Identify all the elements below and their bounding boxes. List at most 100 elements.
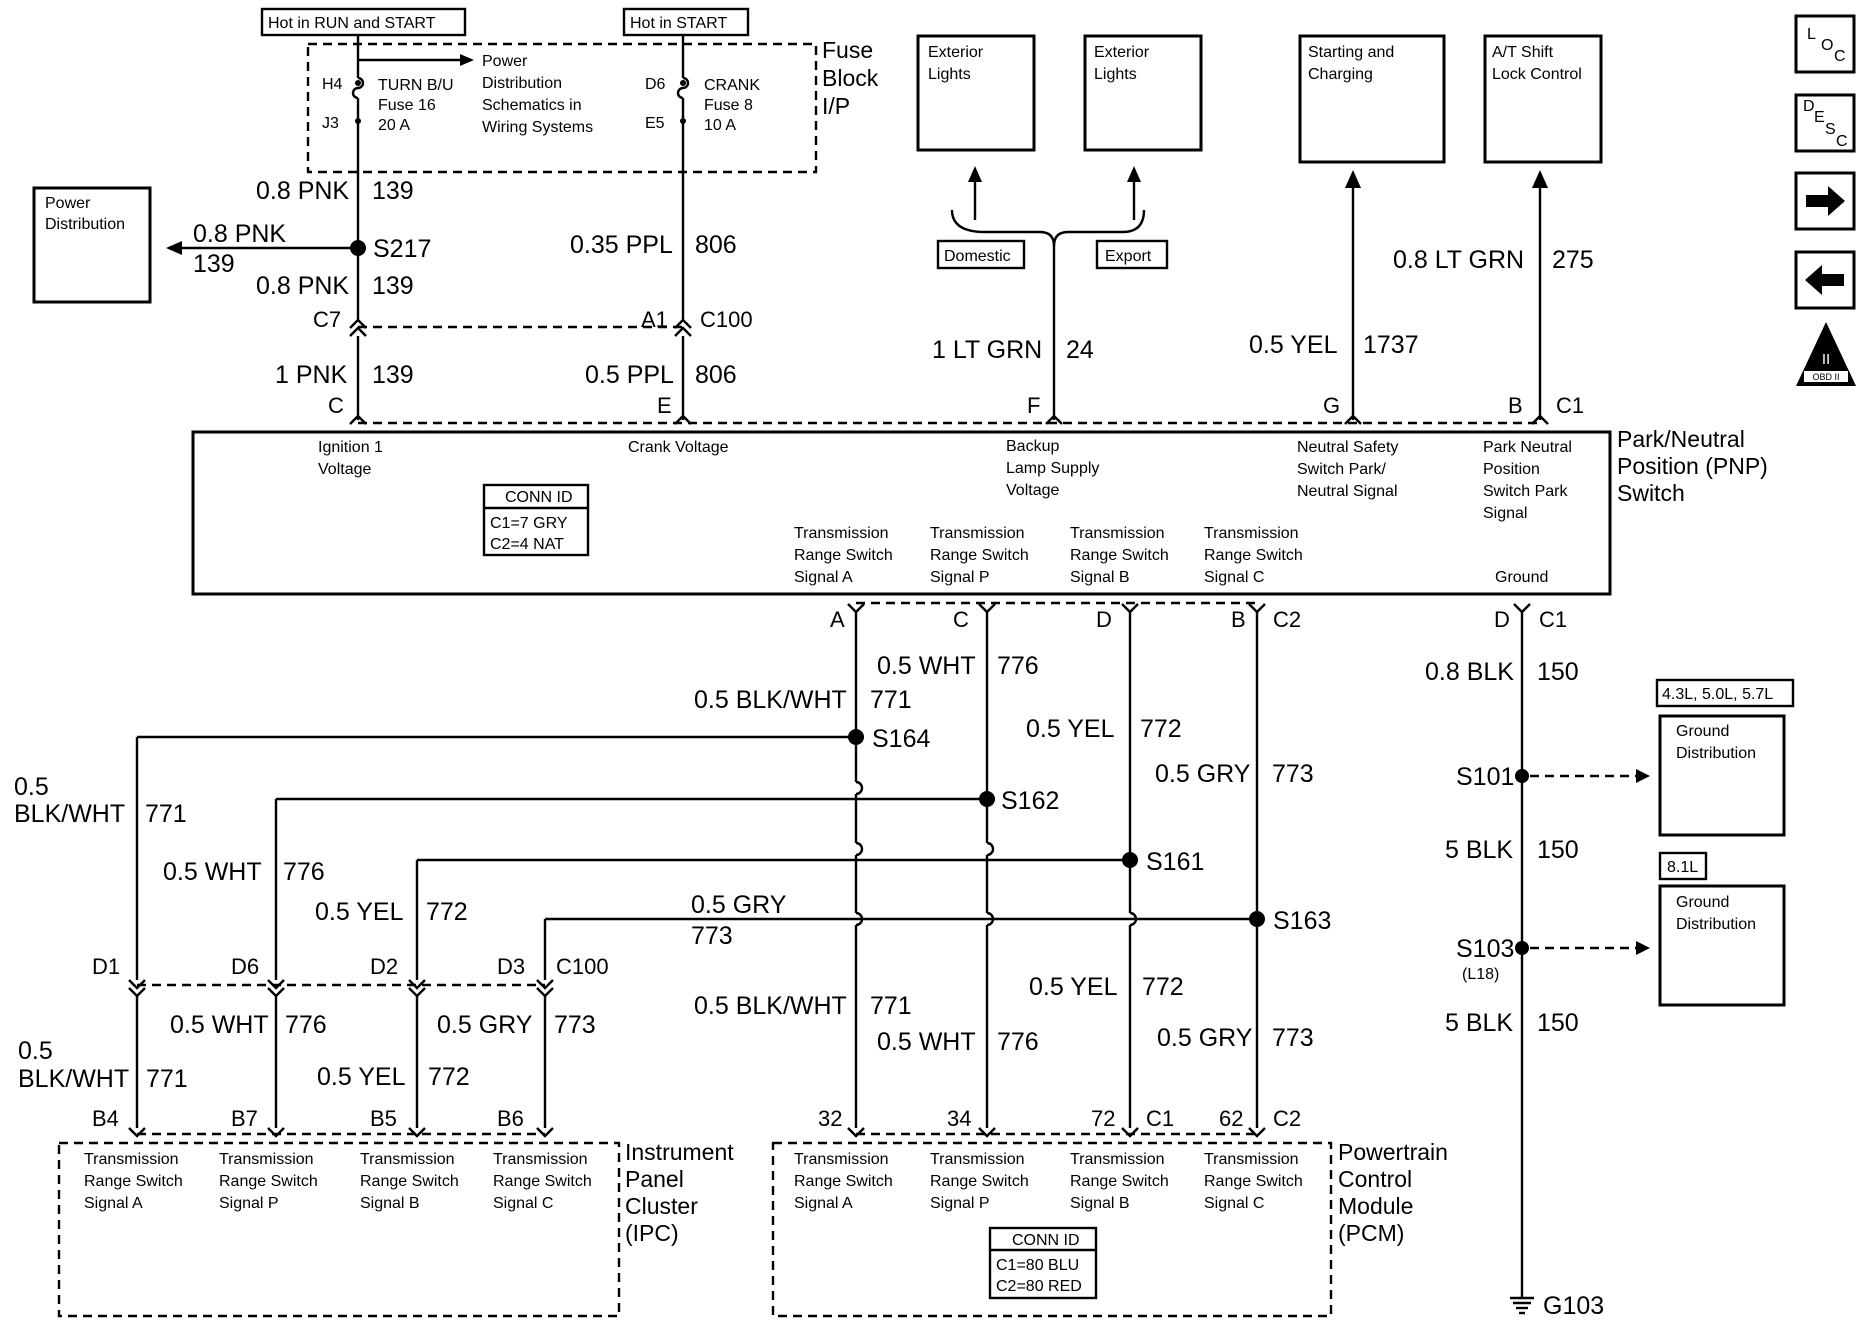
svg-text:771: 771 [870, 686, 912, 714]
svg-text:Charging: Charging [1308, 66, 1373, 83]
svg-text:771: 771 [870, 992, 912, 1020]
svg-text:Powertrain: Powertrain [1338, 1139, 1448, 1165]
fuse-block: Fuse Block I/P H4 J3 D6 E5 TURN B/U Fuse… [306, 37, 879, 174]
svg-text:Range Switch: Range Switch [1204, 1173, 1303, 1190]
ground-g103-icon [1510, 1296, 1534, 1315]
svg-text:S101: S101 [1456, 763, 1514, 791]
svg-text:Transmission: Transmission [219, 1151, 314, 1168]
svg-text:S: S [1825, 121, 1836, 138]
svg-text:150: 150 [1537, 658, 1579, 686]
svg-text:Transmission: Transmission [84, 1151, 179, 1168]
svg-text:Voltage: Voltage [1006, 482, 1059, 499]
svg-text:Ignition 1: Ignition 1 [318, 439, 383, 456]
svg-text:20 A: 20 A [378, 117, 410, 134]
svg-text:C2: C2 [1273, 1106, 1301, 1131]
svg-text:0.5 WHT: 0.5 WHT [877, 652, 976, 680]
svg-text:Range Switch: Range Switch [930, 547, 1029, 564]
svg-text:C1: C1 [1539, 607, 1567, 632]
svg-text:773: 773 [554, 1011, 596, 1039]
svg-text:E5: E5 [645, 115, 665, 132]
obd-ii-icon[interactable]: OBD II II [1796, 322, 1856, 386]
svg-text:Instrument: Instrument [625, 1139, 734, 1165]
svg-text:Ground: Ground [1495, 569, 1548, 586]
splice-s101 [1515, 769, 1529, 783]
svg-text:A/T Shift: A/T Shift [1492, 44, 1554, 61]
svg-text:Voltage: Voltage [318, 461, 371, 478]
svg-text:776: 776 [285, 1011, 327, 1039]
svg-text:D: D [1494, 607, 1510, 632]
svg-text:C: C [953, 607, 969, 632]
svg-text:139: 139 [193, 250, 235, 278]
svg-text:806: 806 [695, 361, 737, 389]
svg-text:Neutral Safety: Neutral Safety [1297, 439, 1398, 456]
svg-text:0.5 YEL: 0.5 YEL [317, 1063, 406, 1091]
svg-text:(IPC): (IPC) [625, 1220, 679, 1246]
hot-run-start-tag: Hot in RUN and START [260, 7, 467, 37]
svg-text:Range Switch: Range Switch [930, 1173, 1029, 1190]
starting-charging-box: Starting and Charging [1298, 34, 1446, 164]
svg-text:L: L [1807, 26, 1816, 43]
svg-text:Switch: Switch [1617, 480, 1685, 506]
svg-text:D: D [1803, 98, 1815, 115]
svg-text:Transmission: Transmission [794, 1151, 889, 1168]
svg-text:D3: D3 [497, 954, 525, 979]
svg-text:Transmission: Transmission [930, 1151, 1025, 1168]
exterior-lights-2-box: Exterior Lights [1083, 34, 1203, 152]
svg-text:0.8 PNK: 0.8 PNK [256, 272, 349, 300]
svg-text:1 PNK: 1 PNK [275, 361, 348, 389]
ground-distribution-1: 4.3L, 5.0L, 5.7L Ground Distribution [1655, 678, 1795, 837]
svg-text:C1=80 BLU: C1=80 BLU [996, 1257, 1079, 1274]
svg-text:772: 772 [426, 898, 468, 926]
svg-text:0.5 WHT: 0.5 WHT [163, 858, 262, 886]
svg-text:0.8 LT GRN: 0.8 LT GRN [1393, 246, 1524, 274]
svg-text:S217: S217 [373, 235, 431, 263]
svg-text:Range Switch: Range Switch [1070, 547, 1169, 564]
svg-text:TURN B/U: TURN B/U [378, 77, 454, 94]
svg-text:E: E [1814, 109, 1825, 126]
svg-text:(PCM): (PCM) [1338, 1220, 1404, 1246]
svg-text:C1=7 GRY: C1=7 GRY [490, 515, 568, 532]
svg-text:139: 139 [372, 177, 414, 205]
svg-text:275: 275 [1552, 246, 1594, 274]
svg-text:Signal A: Signal A [84, 1195, 143, 1212]
svg-text:C1: C1 [1556, 393, 1584, 418]
svg-text:A1: A1 [641, 307, 668, 332]
svg-text:Wiring Systems: Wiring Systems [482, 119, 593, 136]
svg-text:G: G [1323, 393, 1340, 418]
svg-text:Park/Neutral: Park/Neutral [1617, 426, 1745, 452]
svg-text:0.5 GRY: 0.5 GRY [437, 1011, 533, 1039]
svg-text:Distribution: Distribution [1676, 916, 1756, 933]
svg-text:Range Switch: Range Switch [84, 1173, 183, 1190]
svg-text:0.5 GRY: 0.5 GRY [691, 891, 787, 919]
location-icon[interactable]: L O C [1794, 14, 1856, 74]
svg-text:Range Switch: Range Switch [794, 1173, 893, 1190]
svg-text:150: 150 [1537, 836, 1579, 864]
svg-text:Range Switch: Range Switch [1204, 547, 1303, 564]
svg-text:Crank Voltage: Crank Voltage [628, 439, 729, 456]
svg-text:Signal: Signal [1483, 505, 1527, 522]
previous-arrow-icon[interactable] [1794, 250, 1856, 310]
svg-text:S164: S164 [872, 725, 930, 753]
svg-text:Neutral Signal: Neutral Signal [1297, 483, 1398, 500]
next-arrow-icon[interactable] [1794, 171, 1856, 231]
svg-text:Signal B: Signal B [360, 1195, 420, 1212]
svg-text:G103: G103 [1543, 1292, 1604, 1320]
svg-text:0.5 WHT: 0.5 WHT [877, 1028, 976, 1056]
svg-text:C: C [1836, 133, 1848, 150]
svg-text:Range Switch: Range Switch [219, 1173, 318, 1190]
svg-text:BLK/WHT: BLK/WHT [14, 800, 125, 828]
svg-text:Switch Park: Switch Park [1483, 483, 1568, 500]
svg-text:Signal C: Signal C [493, 1195, 553, 1212]
svg-text:Transmission: Transmission [1204, 525, 1299, 542]
description-icon[interactable]: D E S C [1794, 93, 1856, 153]
svg-text:Power: Power [482, 53, 528, 70]
svg-text:773: 773 [1272, 1024, 1314, 1052]
svg-text:Transmission: Transmission [493, 1151, 588, 1168]
svg-text:Panel: Panel [625, 1166, 684, 1192]
svg-text:(L18): (L18) [1462, 966, 1499, 983]
svg-text:Ground: Ground [1676, 723, 1729, 740]
svg-text:Fuse 8: Fuse 8 [704, 97, 753, 114]
svg-text:0.5 YEL: 0.5 YEL [1026, 715, 1115, 743]
svg-text:Signal B: Signal B [1070, 1195, 1130, 1212]
svg-text:C2=4 NAT: C2=4 NAT [490, 536, 564, 553]
